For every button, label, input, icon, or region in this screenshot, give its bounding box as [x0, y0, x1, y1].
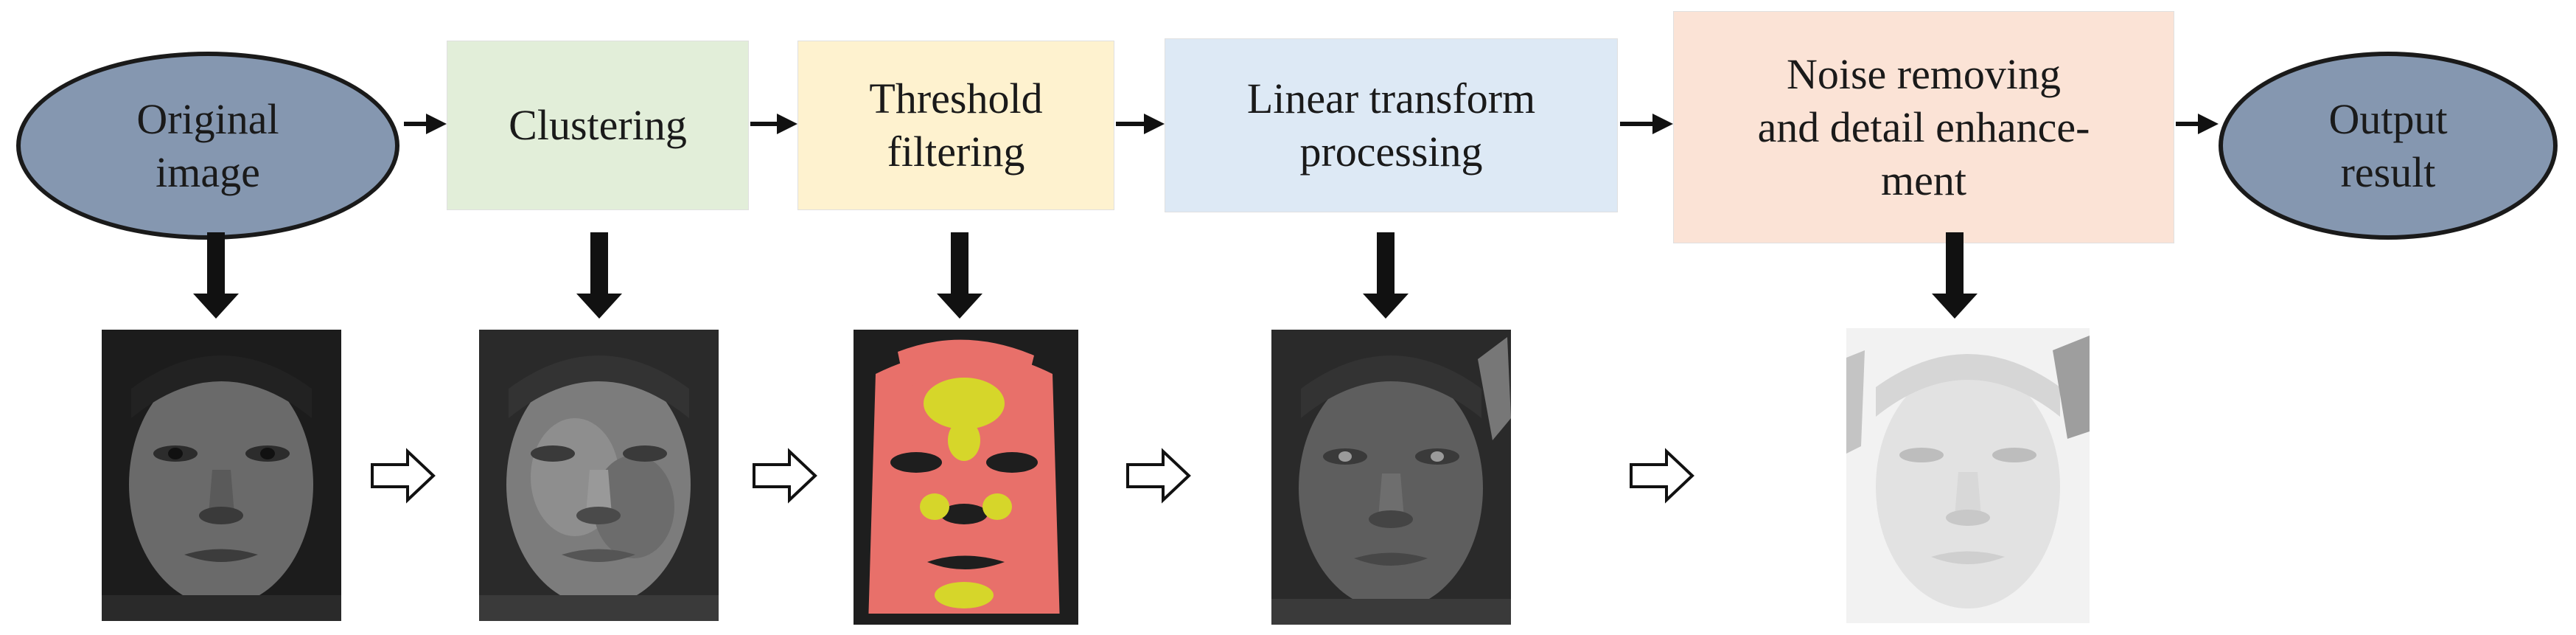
face-image-noise-removed — [1846, 328, 2090, 623]
node-original-image: Original image — [16, 52, 399, 240]
hollow-arrow-1 — [371, 448, 436, 504]
down-arrow-4 — [1363, 232, 1409, 319]
node-output-result: Output result — [2219, 52, 2558, 240]
node-clustering: Clustering — [447, 41, 749, 210]
flow-arrow-2 — [750, 114, 797, 134]
down-arrow-3 — [937, 232, 982, 319]
node-threshold-filtering: Threshold filtering — [797, 41, 1114, 210]
face-image-threshold — [854, 330, 1078, 625]
flow-arrow-3 — [1116, 114, 1165, 134]
face-image-clustering — [479, 330, 719, 621]
down-arrow-5 — [1932, 232, 1978, 319]
down-arrow-2 — [576, 232, 622, 319]
flow-arrow-5 — [2176, 114, 2219, 134]
hollow-arrow-3 — [1126, 448, 1191, 504]
down-arrow-1 — [193, 232, 239, 319]
hollow-arrow-2 — [753, 448, 817, 504]
node-linear-transform: Linear transform processing — [1165, 38, 1618, 212]
hollow-arrow-4 — [1630, 448, 1694, 504]
flow-arrow-1 — [404, 114, 447, 134]
face-image-linear-transform — [1271, 330, 1511, 625]
node-noise-removing: Noise removing and detail enhance- ment — [1673, 11, 2174, 243]
flow-arrow-4 — [1620, 114, 1673, 134]
face-image-original — [102, 330, 341, 621]
